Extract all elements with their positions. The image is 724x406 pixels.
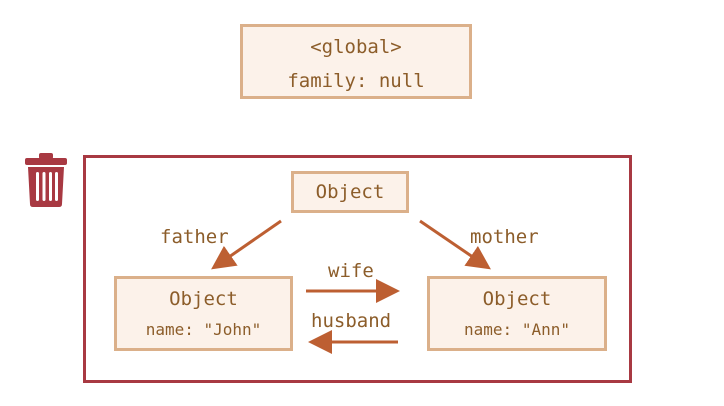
father-object-field: name: "John" <box>145 320 262 339</box>
unreachable-island-frame <box>83 155 632 383</box>
family-object-title: Object <box>315 181 385 203</box>
mother-object-field: name: "Ann" <box>464 320 570 339</box>
mother-arrow <box>419 219 491 270</box>
mother-label: mother <box>470 226 539 248</box>
global-object-box: <global> family: null <box>240 24 472 99</box>
mother-object-title: Object <box>482 288 552 310</box>
family-object-box: Object <box>291 171 409 213</box>
father-object-title: Object <box>169 288 238 310</box>
trash-can-icon <box>25 153 67 207</box>
mother-object-box: Object name: "Ann" <box>427 276 607 351</box>
husband-label: husband <box>311 310 392 332</box>
global-object-title: <global> <box>310 36 402 58</box>
father-object-box: Object name: "John" <box>114 276 293 351</box>
father-arrow <box>211 219 282 270</box>
wife-label: wife <box>328 260 374 282</box>
father-label: father <box>160 226 229 248</box>
global-object-field: family: null <box>287 70 425 92</box>
